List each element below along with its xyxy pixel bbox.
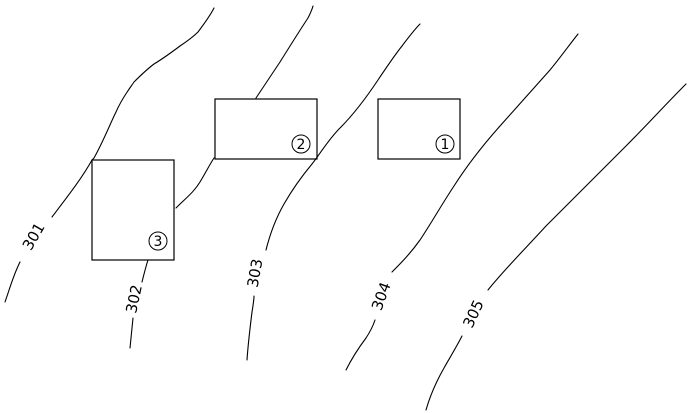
- plot-marker-circle-2: [291, 134, 311, 154]
- contour-302: 302: [122, 5, 314, 349]
- contour-line-302-upper: [255, 5, 314, 99]
- contour-line-302-link: [175, 157, 215, 209]
- contour-line-304-upper: [391, 33, 579, 273]
- contour-label-301: 301: [19, 220, 49, 254]
- plot-rectangle-2: [214, 98, 318, 160]
- contour-line-302-lower: [129, 317, 134, 349]
- contour-line-303-upper: [265, 23, 421, 251]
- contour-line-301-lower: [4, 261, 21, 303]
- plot-box-2: 2: [214, 98, 318, 160]
- contour-line-305-upper: [487, 83, 687, 291]
- contour-line-305-lower: [425, 335, 463, 411]
- contour-line-303-lower: [246, 295, 255, 361]
- contour-305: 305: [425, 83, 687, 411]
- plot-rectangle-1: [377, 98, 461, 160]
- plot-marker-circle-1: [435, 134, 455, 154]
- contour-label-305: 305: [459, 297, 487, 331]
- contour-label-302: 302: [122, 283, 146, 315]
- contour-line-304-lower: [345, 319, 376, 371]
- contour-label-304: 304: [368, 280, 395, 313]
- plot-rectangle-3: [91, 159, 175, 261]
- plot-box-1: 1: [377, 98, 461, 160]
- contour-line-302-mid: [141, 259, 149, 283]
- plot-marker-label-1: 1: [441, 137, 450, 153]
- contour-line-301-upper: [51, 7, 215, 218]
- plot-marker-circle-3: [148, 231, 168, 251]
- contour-label-303: 303: [244, 257, 267, 288]
- plot-box-3: 3: [91, 159, 175, 261]
- contour-301: 301: [4, 7, 215, 303]
- plot-marker-label-3: 3: [154, 234, 163, 250]
- plot-marker-label-2: 2: [297, 137, 306, 153]
- contour-303: 303: [244, 23, 421, 361]
